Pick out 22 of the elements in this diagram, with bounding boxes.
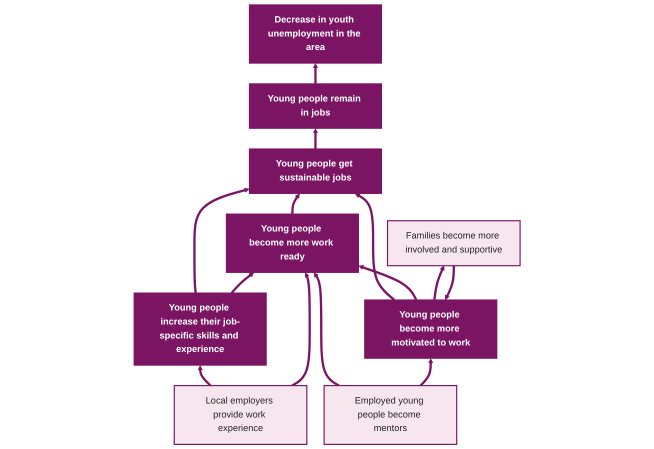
arrow xyxy=(420,358,434,386)
arrow xyxy=(312,63,318,84)
arrow xyxy=(445,266,455,300)
arrow xyxy=(291,193,300,214)
arrow xyxy=(358,265,418,300)
arrow xyxy=(433,265,444,300)
arrow xyxy=(314,272,340,387)
arrow xyxy=(291,272,311,387)
node-box: Young people get sustainable jobs xyxy=(248,148,382,194)
node-box: Employed young people become mentors xyxy=(324,385,458,445)
node-box: Families become more involved and supportive xyxy=(386,220,521,266)
node-box: Decrease in youth unemployment in the area xyxy=(248,4,382,64)
arrow xyxy=(355,193,395,301)
node-box: Young people become more work ready xyxy=(226,214,359,273)
node-box: Young people remain in jobs xyxy=(248,83,382,129)
node-box: Local employers provide work experience xyxy=(174,385,308,445)
arrow xyxy=(312,128,318,149)
arrow xyxy=(230,272,254,294)
node-box: Young people increase their job-specific skills and experience xyxy=(134,292,267,366)
arrow xyxy=(193,188,250,293)
node-box: Young people become more motivated to work xyxy=(364,299,498,359)
arrow xyxy=(198,365,212,386)
